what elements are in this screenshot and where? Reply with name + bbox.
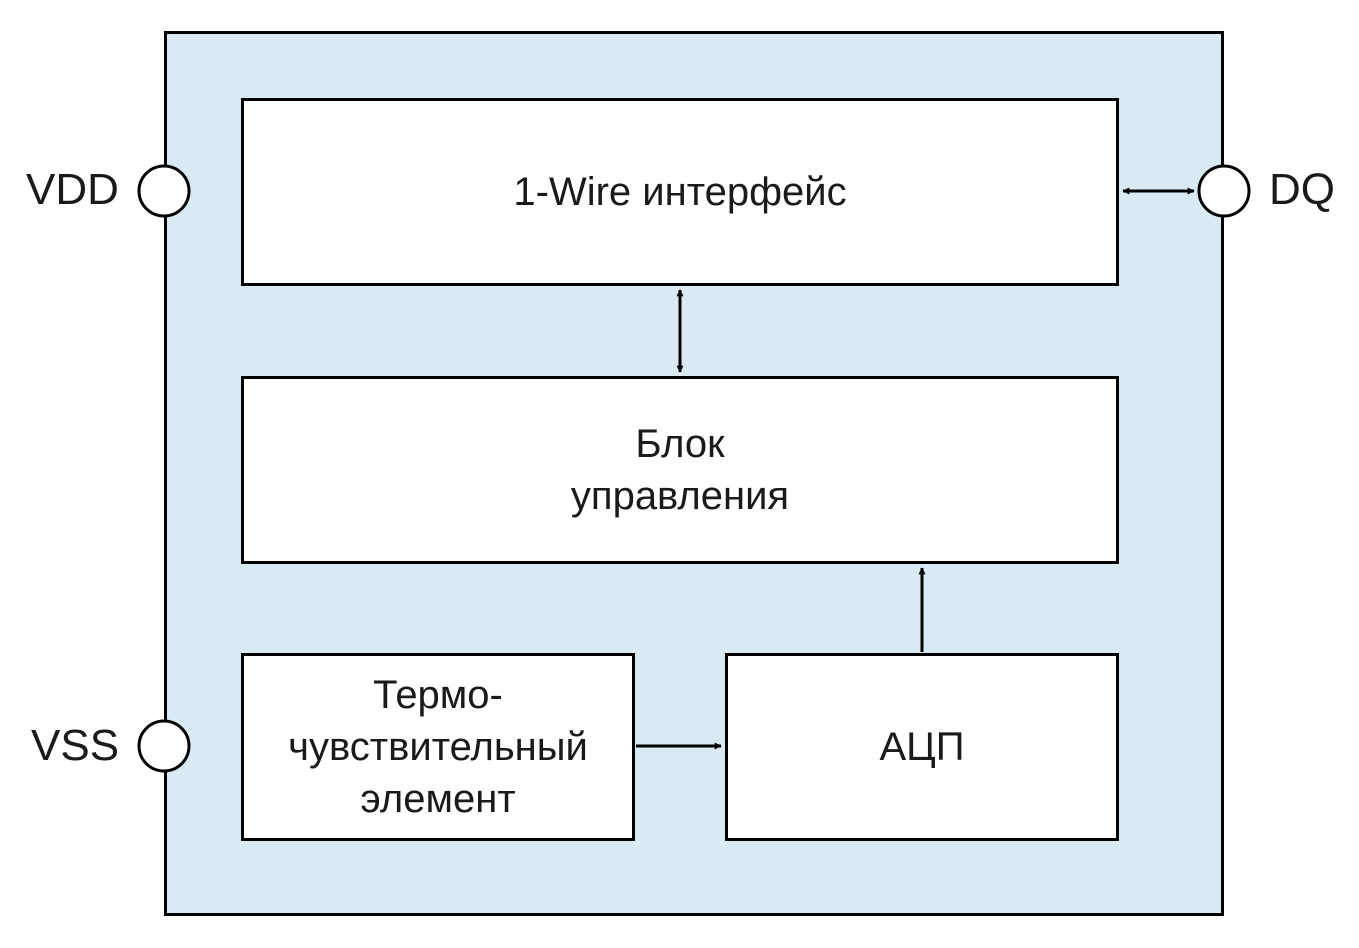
vdd-pin-label: VDD	[26, 165, 119, 214]
control-block-label-line2: управления	[570, 474, 790, 518]
sensor-block-label-line2: чувствительный	[288, 725, 588, 769]
interface-block-label: 1-Wire интерфейс	[513, 170, 847, 214]
sensor-block-label-line3: элемент	[360, 777, 516, 821]
sensor-block-label-line1: Термо-	[373, 673, 503, 717]
interface-block: 1-Wire интерфейс	[241, 98, 1119, 286]
adc-block-label: АЦП	[879, 725, 965, 769]
vss-pin-label: VSS	[31, 721, 120, 770]
adc-block: АЦП	[725, 653, 1119, 841]
sensor-block: Термо- чувствительный элемент	[241, 653, 635, 841]
dq-pin-label: DQ	[1269, 165, 1335, 214]
control-block-label-line1: Блок	[635, 422, 725, 466]
control-block: Блок управления	[241, 376, 1119, 564]
